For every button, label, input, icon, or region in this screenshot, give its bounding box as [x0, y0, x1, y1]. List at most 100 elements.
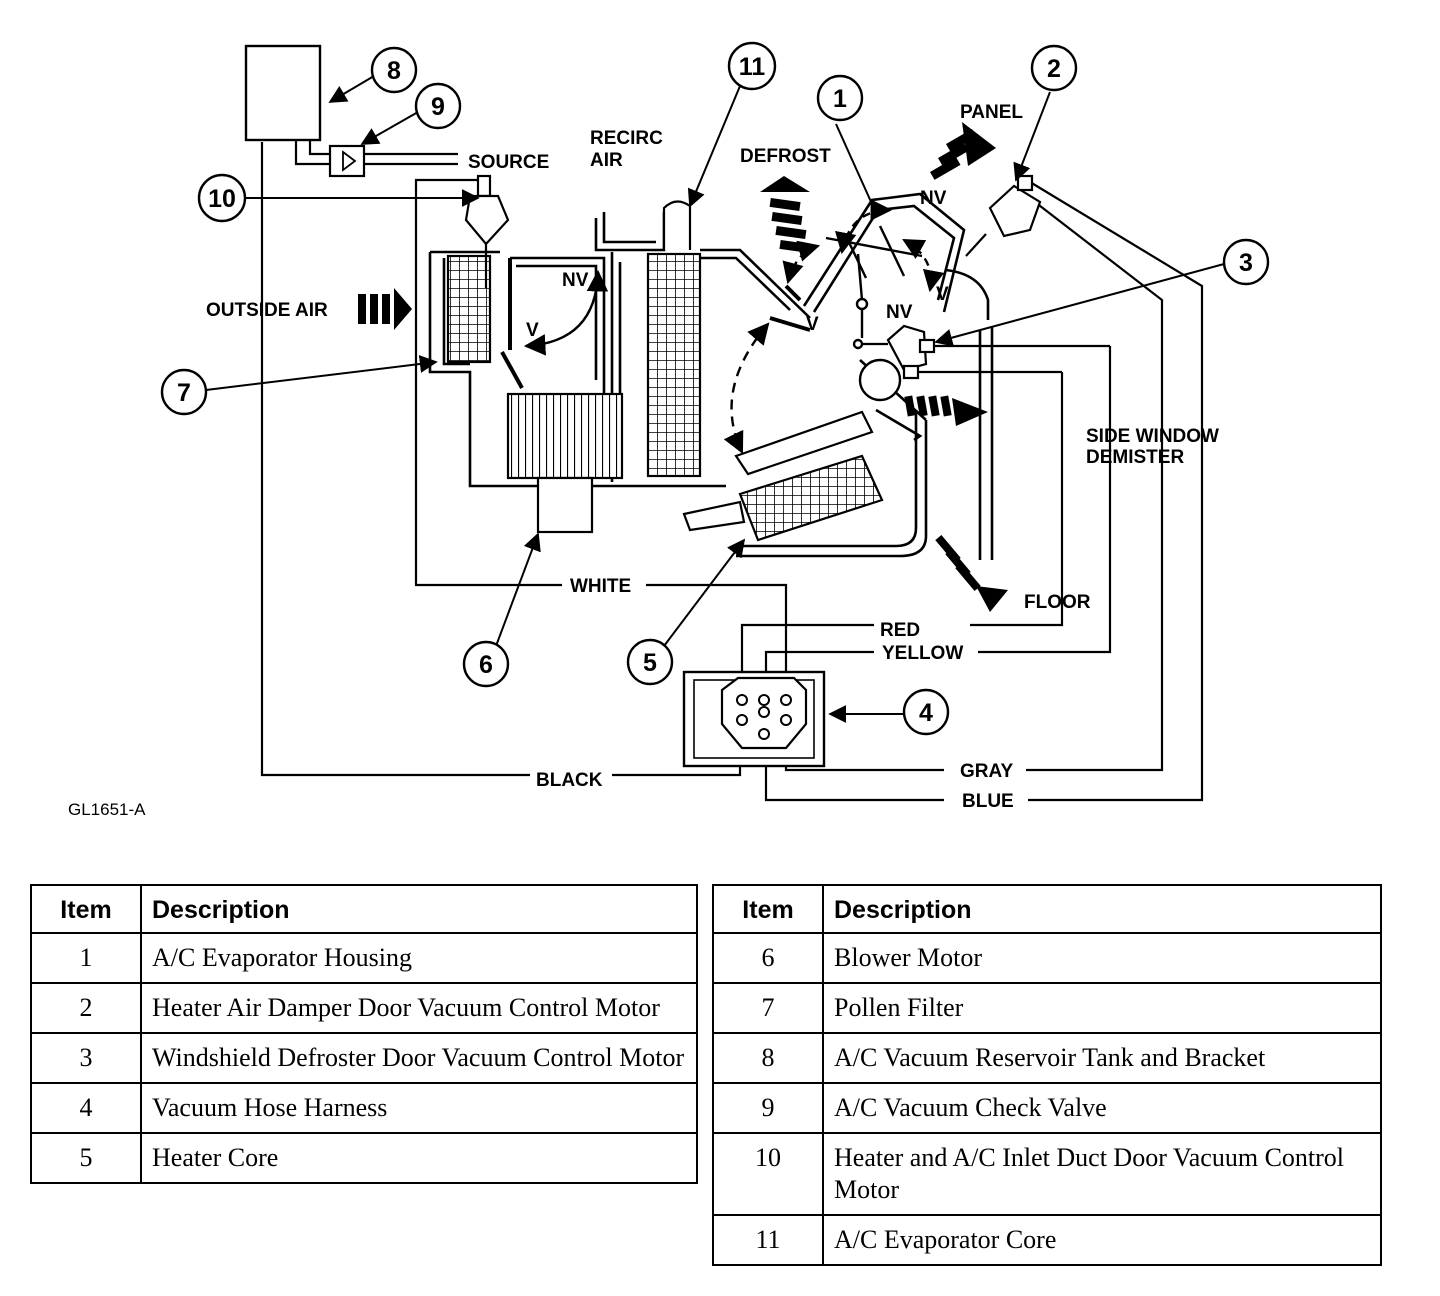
row-description: Heater Core — [140, 1132, 698, 1184]
svg-text:4: 4 — [919, 699, 933, 727]
table-row: 1 A/C Evaporator Housing — [30, 932, 698, 984]
blend-door — [769, 284, 811, 332]
callout-5: 5 — [626, 638, 674, 686]
label-panel: PANEL — [960, 102, 1023, 123]
label-v-inlet: V — [526, 320, 539, 341]
row-item: 2 — [30, 982, 142, 1034]
floor-flow-arrow — [935, 534, 1008, 612]
red-hose — [970, 372, 1064, 627]
table-row: 11 A/C Evaporator Core — [712, 1214, 1382, 1266]
callout-11: 11 — [727, 41, 777, 91]
diagram-labels: SOURCE RECIRC AIR DEFROST PANEL OUTSIDE … — [68, 102, 1219, 819]
label-blue: BLUE — [962, 791, 1014, 812]
white-hose — [414, 178, 562, 587]
table-row: 7 Pollen Filter — [712, 982, 1382, 1034]
vacuum-check-valve — [328, 144, 366, 178]
inlet-duct-door-vacuum-motor — [464, 174, 510, 288]
legend-header-row: Item Description — [712, 884, 1382, 934]
svg-text:11: 11 — [739, 53, 766, 81]
gray-hose — [1021, 191, 1164, 772]
vacuum-reservoir-tank — [244, 44, 322, 142]
label-yellow: YELLOW — [882, 643, 963, 664]
svg-text:6: 6 — [479, 651, 493, 679]
door-travel-arrows — [523, 199, 945, 454]
blower-wheel — [506, 392, 624, 480]
header-item: Item — [712, 884, 824, 934]
label-outside-air: OUTSIDE AIR — [206, 300, 328, 321]
row-item: 6 — [712, 932, 824, 984]
svg-text:3: 3 — [1239, 249, 1253, 277]
callout-8: 8 — [370, 46, 418, 94]
vacuum-hose-harness — [682, 670, 826, 768]
label-gray: GRAY — [960, 761, 1013, 782]
row-item: 8 — [712, 1032, 824, 1084]
pollen-filter — [446, 254, 492, 364]
row-description: Blower Motor — [822, 932, 1382, 984]
label-red: RED — [880, 620, 920, 641]
table-row: 4 Vacuum Hose Harness — [30, 1082, 698, 1134]
label-v-defrost: V — [936, 284, 949, 305]
header-description: Description — [822, 884, 1382, 934]
header-description: Description — [140, 884, 698, 934]
table-row: 9 A/C Vacuum Check Valve — [712, 1082, 1382, 1134]
label-black: BLACK — [536, 770, 603, 791]
svg-text:2: 2 — [1047, 55, 1061, 83]
label-nv-inlet: NV — [562, 270, 589, 291]
heater-air-damper-door-vacuum-motor — [965, 174, 1042, 257]
blue-hose — [1028, 181, 1204, 802]
side-window-flow-arrow — [904, 395, 988, 426]
outside-air-flow-arrow — [358, 288, 412, 330]
callout-6: 6 — [462, 640, 510, 688]
label-defrost: DEFROST — [740, 146, 831, 167]
label-recirc-air-2: AIR — [590, 150, 623, 171]
label-nv-panel: NV — [920, 188, 947, 209]
blower-outlet-circle — [858, 358, 902, 402]
label-white: WHITE — [570, 576, 631, 597]
row-item: 3 — [30, 1032, 142, 1084]
ac-evaporator-core — [646, 200, 702, 478]
row-description: A/C Vacuum Check Valve — [822, 1082, 1382, 1134]
table-row: 3 Windshield Defroster Door Vacuum Contr… — [30, 1032, 698, 1084]
row-item: 11 — [712, 1214, 824, 1266]
row-description: A/C Vacuum Reservoir Tank and Bracket — [822, 1032, 1382, 1084]
label-demister: DEMISTER — [1086, 447, 1184, 468]
label-side-window: SIDE WINDOW — [1086, 426, 1219, 447]
legend-table-left: Item Description 1 A/C Evaporator Housin… — [30, 884, 698, 1184]
black-hose — [260, 142, 530, 777]
callout-4: 4 — [902, 688, 950, 736]
table-row: 5 Heater Core — [30, 1132, 698, 1184]
row-description: Heater and A/C Inlet Duct Door Vacuum Co… — [822, 1132, 1382, 1216]
legend-header-row: Item Description — [30, 884, 698, 934]
row-description: Windshield Defroster Door Vacuum Control… — [140, 1032, 698, 1084]
figure-id: GL1651-A — [68, 800, 146, 819]
label-recirc-air: RECIRC — [590, 128, 663, 149]
windshield-defroster-door-vacuum-motor — [860, 324, 936, 380]
callout-7: 7 — [160, 368, 208, 416]
row-description: Heater Air Damper Door Vacuum Control Mo… — [140, 982, 698, 1034]
row-item: 5 — [30, 1132, 142, 1184]
defrost-flow-arrow — [760, 176, 811, 254]
svg-text:5: 5 — [643, 649, 657, 677]
callout-leaders — [205, 75, 1225, 723]
svg-text:9: 9 — [431, 93, 445, 121]
label-v-blend: V — [806, 314, 819, 335]
row-description: Vacuum Hose Harness — [140, 1082, 698, 1134]
label-source: SOURCE — [468, 152, 549, 173]
row-description: A/C Evaporator Core — [822, 1214, 1382, 1266]
label-floor: FLOOR — [1024, 592, 1091, 613]
panel-flow-arrow — [930, 122, 996, 180]
label-nv-defrost: NV — [886, 302, 913, 323]
table-row: 6 Blower Motor — [712, 932, 1382, 984]
header-item: Item — [30, 884, 142, 934]
row-item: 1 — [30, 932, 142, 984]
svg-text:10: 10 — [208, 185, 236, 213]
svg-text:7: 7 — [177, 379, 191, 407]
callout-9: 9 — [414, 82, 462, 130]
svg-text:8: 8 — [387, 57, 401, 85]
table-row: 2 Heater Air Damper Door Vacuum Control … — [30, 982, 698, 1034]
heater-core — [682, 410, 884, 542]
inlet-duct-door — [500, 258, 524, 389]
row-item: 10 — [712, 1132, 824, 1216]
legend-table-right: Item Description 6 Blower Motor 7 Pollen… — [712, 884, 1382, 1266]
callout-2: 2 — [1030, 44, 1078, 92]
